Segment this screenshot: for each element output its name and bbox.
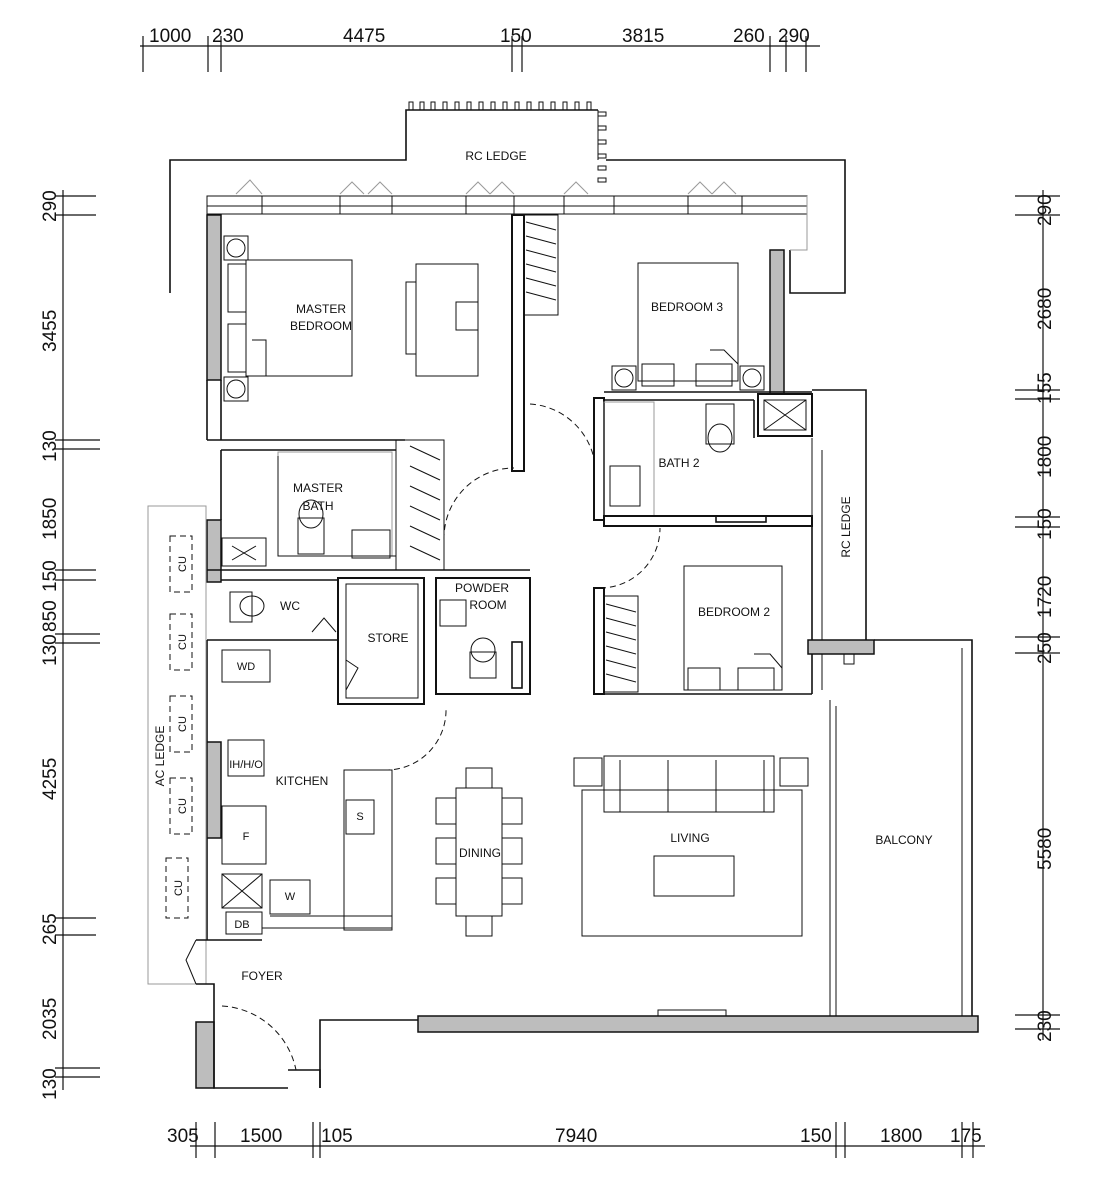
dim-top-5: 3815 — [622, 26, 664, 47]
powder-room: POWDER ROOM — [435, 577, 531, 695]
cu-label-4: CU — [177, 798, 189, 814]
dim-left-2: 3455 — [40, 310, 61, 352]
ac-ledge: CU CU CU CU CU AC LEDGE — [147, 505, 207, 985]
balcony-label: BALCONY — [875, 833, 932, 847]
living-rug — [581, 789, 803, 937]
rc-ledge-top-label: RC LEDGE — [465, 149, 526, 163]
rc-ledge-right-label: RC LEDGE — [839, 496, 853, 557]
dim-bottom-5: 150 — [800, 1126, 832, 1147]
powder-label-2: ROOM — [469, 598, 506, 612]
dim-right-3: 155 — [1035, 372, 1056, 404]
dim-left-4: 1850 — [40, 498, 61, 540]
dim-top-3: 4475 — [343, 26, 385, 47]
living-label: LIVING — [670, 831, 709, 845]
dining: DINING — [435, 767, 523, 937]
master-bed — [245, 259, 353, 377]
store-label: STORE — [367, 631, 408, 645]
cu-label-5: CU — [173, 880, 185, 896]
living: LIVING — [573, 755, 809, 937]
dim-top-2: 230 — [212, 26, 244, 47]
dim-bottom-7: 175 — [950, 1126, 982, 1147]
master-bedroom: MASTER BEDROOM — [206, 214, 479, 441]
sofa — [603, 755, 775, 813]
db-label: DB — [234, 919, 249, 931]
dim-left-7: 130 — [40, 634, 61, 666]
bath2-label: BATH 2 — [658, 456, 699, 470]
dim-bottom-2: 1500 — [240, 1126, 282, 1147]
dim-left-11: 130 — [40, 1068, 61, 1100]
master-bedroom-label-2: BEDROOM — [290, 319, 352, 333]
master-bedroom-label-1: MASTER — [296, 302, 346, 316]
bedroom-2: BEDROOM 2 — [593, 526, 813, 695]
bedroom3-label: BEDROOM 3 — [651, 300, 723, 314]
window-wall-top — [206, 179, 808, 251]
dim-right-1: 290 — [1035, 194, 1056, 226]
wd-label: WD — [237, 661, 255, 673]
w-label: W — [285, 891, 296, 903]
master-bath-label-1: MASTER — [293, 481, 343, 495]
dim-top-6: 260 — [733, 26, 765, 47]
dim-left-9: 265 — [40, 913, 61, 945]
powder-label-1: POWDER — [455, 581, 509, 595]
dim-right-9: 230 — [1035, 1010, 1056, 1042]
bedroom2-label: BEDROOM 2 — [698, 605, 770, 619]
dim-left-1: 290 — [40, 190, 61, 222]
wc: WC — [207, 579, 339, 641]
rc-ledge-right: RC LEDGE — [812, 389, 867, 690]
balcony: BALCONY — [807, 639, 973, 1016]
bath-2: BATH 2 — [593, 393, 813, 527]
dim-right-6: 1720 — [1035, 576, 1056, 618]
kitchen-label: KITCHEN — [276, 774, 329, 788]
coffee-table — [653, 855, 735, 897]
wardrobe-central — [511, 214, 596, 472]
left-dimension-chain: 290 3455 130 1850 150 850 130 4255 265 2… — [40, 190, 100, 1100]
bedroom2-bed — [683, 565, 783, 691]
dim-left-3: 130 — [40, 430, 61, 462]
master-bath: MASTER BATH — [206, 439, 530, 583]
cu-label-3: CU — [177, 716, 189, 732]
bottom-dimension-chain: 305 1500 105 7940 150 1800 175 — [167, 1122, 985, 1158]
dim-right-7: 250 — [1035, 632, 1056, 664]
cu-label-2: CU — [177, 634, 189, 650]
dim-top-1: 1000 — [149, 26, 191, 47]
dining-label: DINING — [459, 846, 501, 860]
master-bath-label-2: BATH — [302, 499, 333, 513]
dim-bottom-3: 105 — [321, 1126, 353, 1147]
rc-ledge-top: RC LEDGE — [169, 101, 846, 294]
dim-left-10: 2035 — [40, 998, 61, 1040]
dim-top-4: 150 — [500, 26, 532, 47]
ih-label: IH/H/O — [229, 759, 263, 771]
dim-right-8: 5580 — [1035, 828, 1056, 870]
ac-ledge-label: AC LEDGE — [153, 726, 167, 787]
dim-left-6: 850 — [40, 600, 61, 632]
dim-bottom-1: 305 — [167, 1126, 199, 1147]
dim-right-5: 150 — [1035, 508, 1056, 540]
dim-top-7: 290 — [778, 26, 810, 47]
desk — [415, 263, 479, 377]
bedroom3-bed — [637, 262, 739, 382]
store: STORE — [337, 577, 425, 705]
dim-right-2: 2680 — [1035, 288, 1056, 330]
dim-right-4: 1800 — [1035, 436, 1056, 478]
bedroom-3: BEDROOM 3 — [604, 249, 812, 397]
fridge-label: F — [243, 831, 250, 843]
top-dimension-chain: 1000 230 4475 150 3815 260 290 — [140, 26, 820, 72]
cu-label-1: CU — [177, 556, 189, 572]
kitchen: KITCHEN WD IH/H/O F S W DB — [206, 640, 447, 940]
foyer: FOYER — [185, 939, 979, 1089]
dim-left-5: 150 — [40, 560, 61, 592]
dim-left-8: 4255 — [40, 758, 61, 800]
right-dimension-chain: 290 2680 155 1800 150 1720 250 5580 230 — [1015, 190, 1060, 1042]
dim-bottom-6: 1800 — [880, 1126, 922, 1147]
dim-bottom-4: 7940 — [555, 1126, 597, 1147]
foyer-label: FOYER — [241, 969, 283, 983]
sink-label: S — [356, 811, 363, 823]
wc-label: WC — [280, 599, 300, 613]
